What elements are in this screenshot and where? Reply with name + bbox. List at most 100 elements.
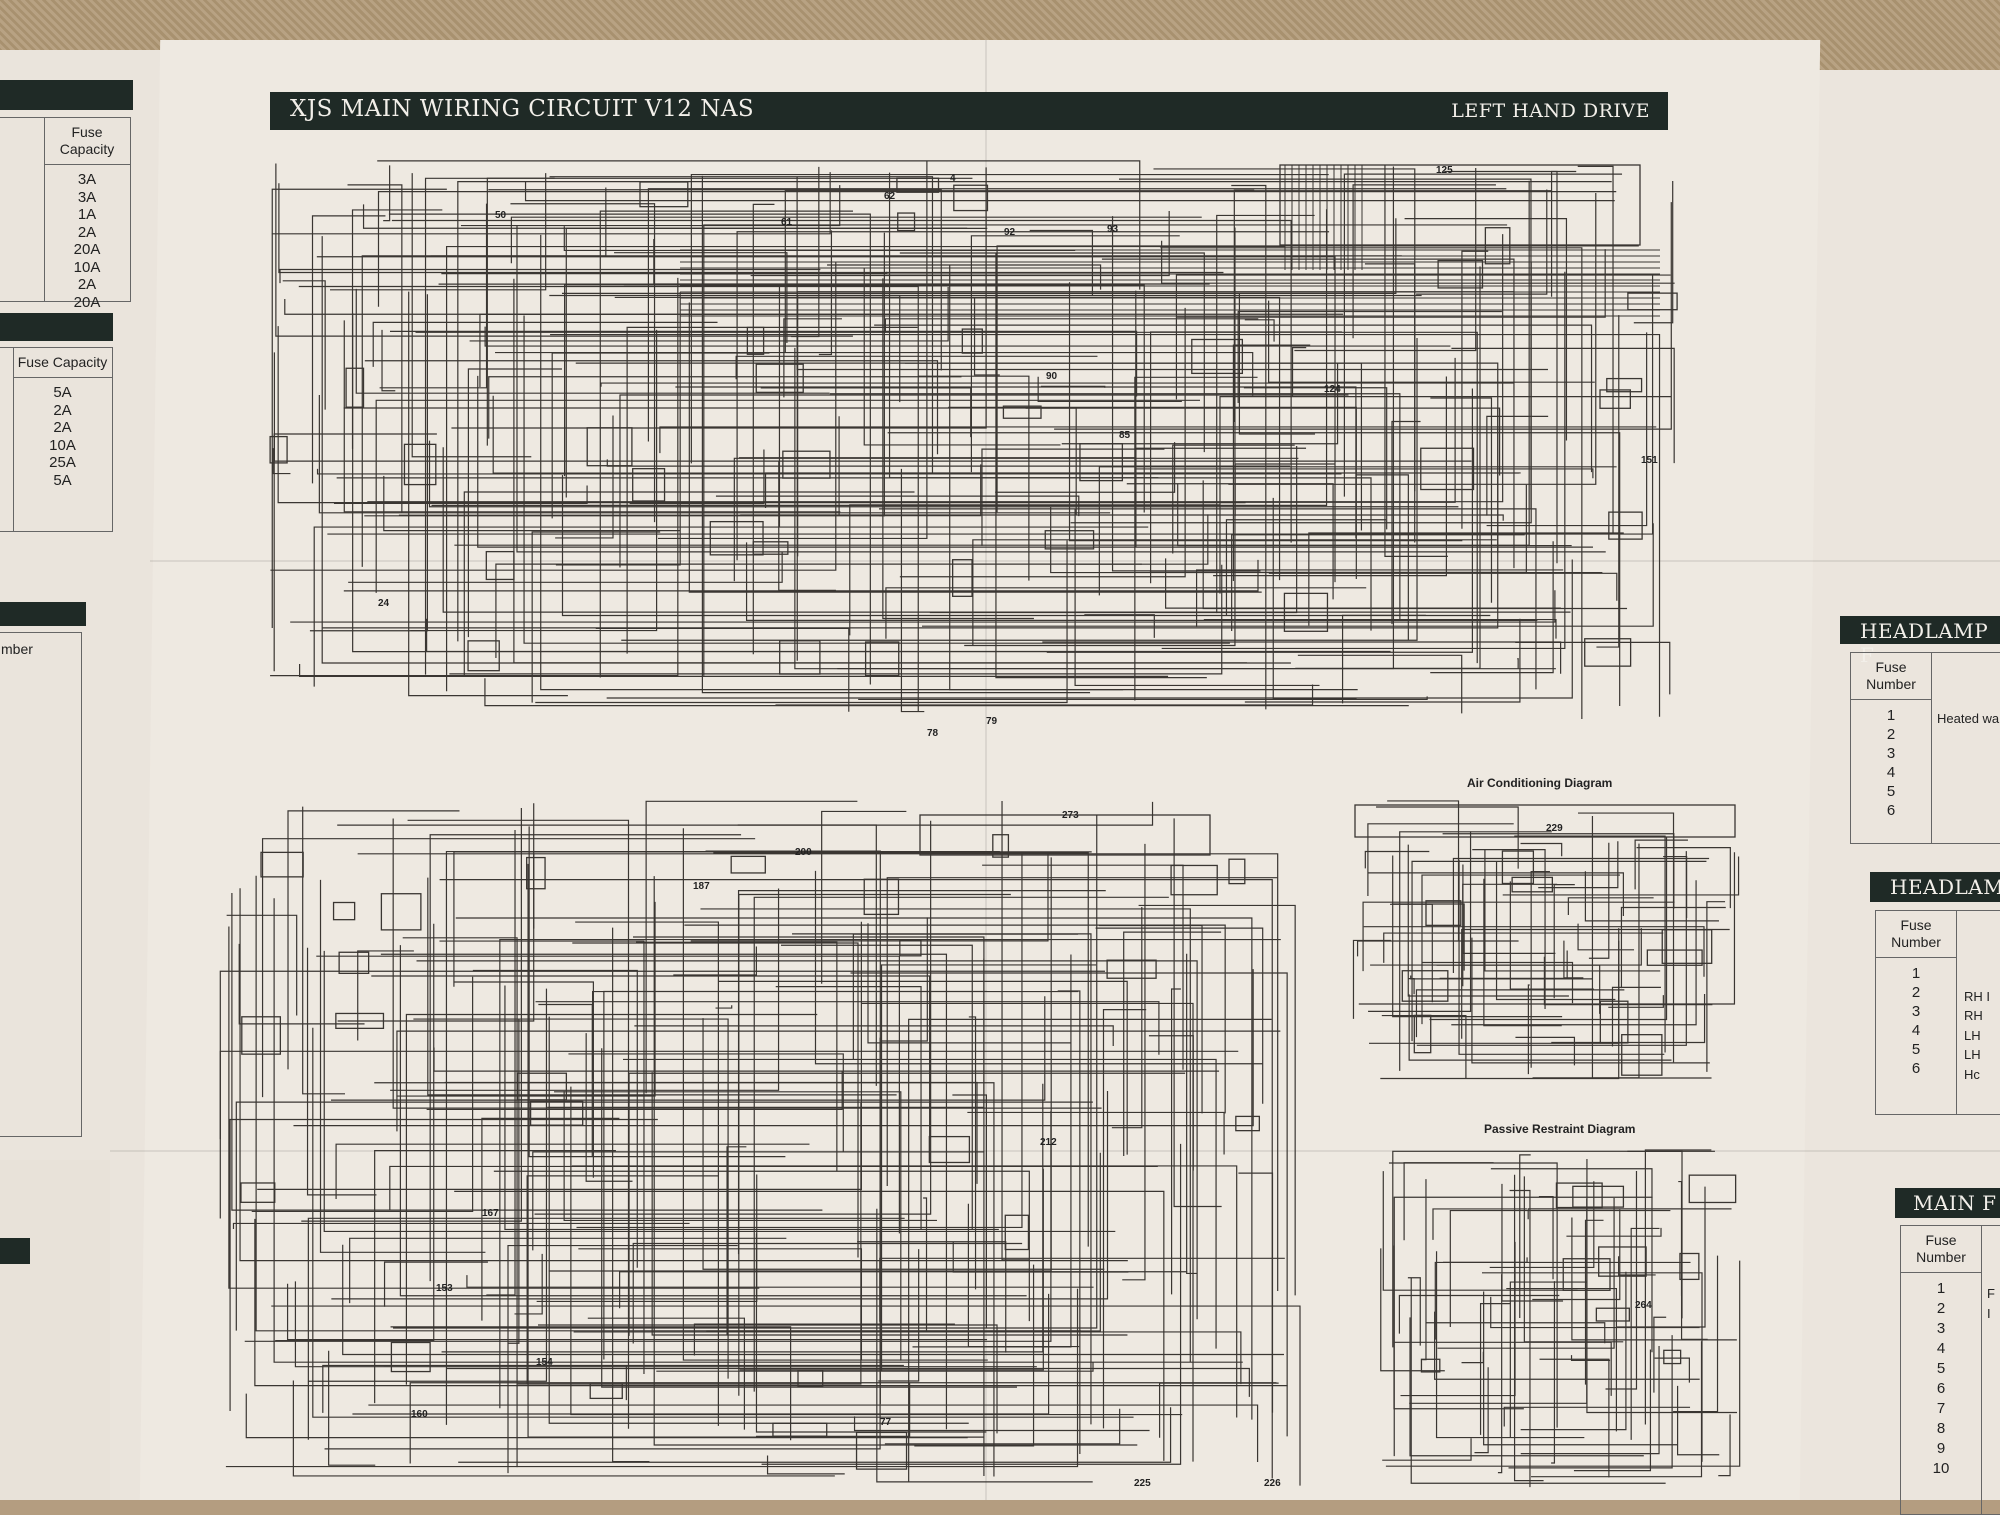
fuse-number: 4 bbox=[1911, 1022, 1921, 1039]
wire bbox=[861, 1002, 1194, 1462]
wire bbox=[1238, 1172, 1274, 1413]
wire bbox=[1718, 1414, 1731, 1477]
wire bbox=[1363, 926, 1705, 977]
wire bbox=[1608, 995, 1664, 1008]
fuse-number: 2 bbox=[1936, 1300, 1946, 1317]
wire bbox=[737, 824, 877, 1086]
wire bbox=[1186, 953, 1197, 1275]
wire bbox=[1388, 1162, 1558, 1428]
fuse-number: 3 bbox=[1911, 1003, 1921, 1020]
diagram-title: XJS MAIN WIRING CIRCUIT V12 NAS bbox=[290, 96, 755, 122]
wire bbox=[1429, 836, 1668, 1021]
fuse-capacity: 10A bbox=[73, 258, 101, 276]
wire bbox=[636, 941, 838, 1172]
wire bbox=[576, 852, 1023, 1229]
component-box bbox=[1401, 970, 1449, 1002]
wire bbox=[327, 273, 1654, 535]
wire bbox=[486, 177, 555, 446]
wire bbox=[1566, 1227, 1662, 1237]
wire bbox=[1577, 165, 1614, 534]
wire bbox=[1102, 1009, 1147, 1429]
wire bbox=[1422, 1179, 1427, 1361]
wire bbox=[413, 1018, 729, 1379]
wire bbox=[1539, 1358, 1610, 1478]
wire bbox=[389, 330, 1138, 397]
wire bbox=[775, 684, 1314, 706]
component-box bbox=[332, 901, 356, 921]
wire bbox=[735, 355, 1098, 380]
wire bbox=[755, 1233, 987, 1433]
component-number: 79 bbox=[986, 716, 998, 727]
wire bbox=[563, 1091, 937, 1222]
wire bbox=[488, 376, 962, 439]
wire bbox=[703, 224, 1508, 676]
wire bbox=[527, 863, 984, 1438]
wire bbox=[555, 292, 681, 566]
wire bbox=[1364, 850, 1430, 869]
wire bbox=[257, 921, 862, 1190]
wire bbox=[814, 870, 1263, 1065]
wire bbox=[1442, 1257, 1528, 1263]
wire bbox=[1394, 1341, 1612, 1396]
wire bbox=[1398, 1294, 1560, 1334]
component-number: 273 bbox=[1062, 810, 1079, 821]
wire bbox=[331, 996, 1046, 1101]
wire bbox=[416, 960, 1198, 1320]
headlamp-fuse-title: HEADLAMP F bbox=[1840, 616, 2000, 667]
component-box bbox=[1420, 1358, 1441, 1373]
wire bbox=[1119, 178, 1532, 510]
component-box bbox=[516, 1072, 568, 1101]
wire bbox=[374, 1150, 616, 1404]
wire bbox=[316, 468, 1342, 475]
wire bbox=[479, 313, 900, 387]
wire bbox=[829, 393, 1401, 620]
wire bbox=[701, 175, 1091, 694]
wire bbox=[499, 938, 1281, 1409]
wire bbox=[1654, 1357, 1690, 1383]
wire bbox=[1362, 901, 1675, 972]
wire bbox=[362, 204, 968, 229]
wire bbox=[309, 294, 429, 632]
wire bbox=[531, 531, 661, 703]
wire bbox=[1403, 1162, 1494, 1241]
wire bbox=[351, 209, 443, 449]
wire bbox=[1195, 569, 1564, 627]
wire bbox=[1519, 1154, 1531, 1319]
wire bbox=[1434, 1261, 1691, 1340]
fuse-number: 2 bbox=[1886, 726, 1896, 743]
wire bbox=[1392, 855, 1563, 1018]
wire bbox=[1474, 1367, 1489, 1454]
wire bbox=[410, 329, 658, 632]
wire bbox=[273, 433, 437, 672]
wire bbox=[972, 539, 1497, 646]
wire bbox=[374, 1082, 995, 1477]
wire bbox=[1673, 1255, 1719, 1413]
wire bbox=[1577, 923, 1635, 951]
component-number: 200 bbox=[795, 847, 812, 858]
wire bbox=[690, 173, 1329, 464]
component-box bbox=[1608, 511, 1643, 540]
wire bbox=[398, 416, 840, 516]
component-number: 92 bbox=[1004, 227, 1016, 238]
wire bbox=[796, 291, 1514, 661]
wire bbox=[780, 944, 973, 1230]
wire bbox=[275, 923, 435, 1342]
fuse-capacity: 3A bbox=[77, 188, 97, 206]
wire bbox=[1421, 874, 1620, 1025]
wire bbox=[858, 696, 1428, 701]
wire bbox=[1050, 507, 1603, 574]
wire bbox=[1161, 240, 1675, 284]
wire bbox=[1393, 1245, 1524, 1410]
drive-side-label: LEFT HAND DRIVE bbox=[1451, 100, 1650, 122]
wire bbox=[375, 399, 1200, 593]
wire bbox=[316, 256, 1336, 583]
wire bbox=[279, 268, 821, 284]
wire bbox=[736, 231, 1330, 561]
wire bbox=[1503, 1406, 1691, 1427]
wire bbox=[1040, 385, 1106, 388]
wire bbox=[853, 1416, 1150, 1432]
component-box bbox=[1621, 1034, 1663, 1076]
